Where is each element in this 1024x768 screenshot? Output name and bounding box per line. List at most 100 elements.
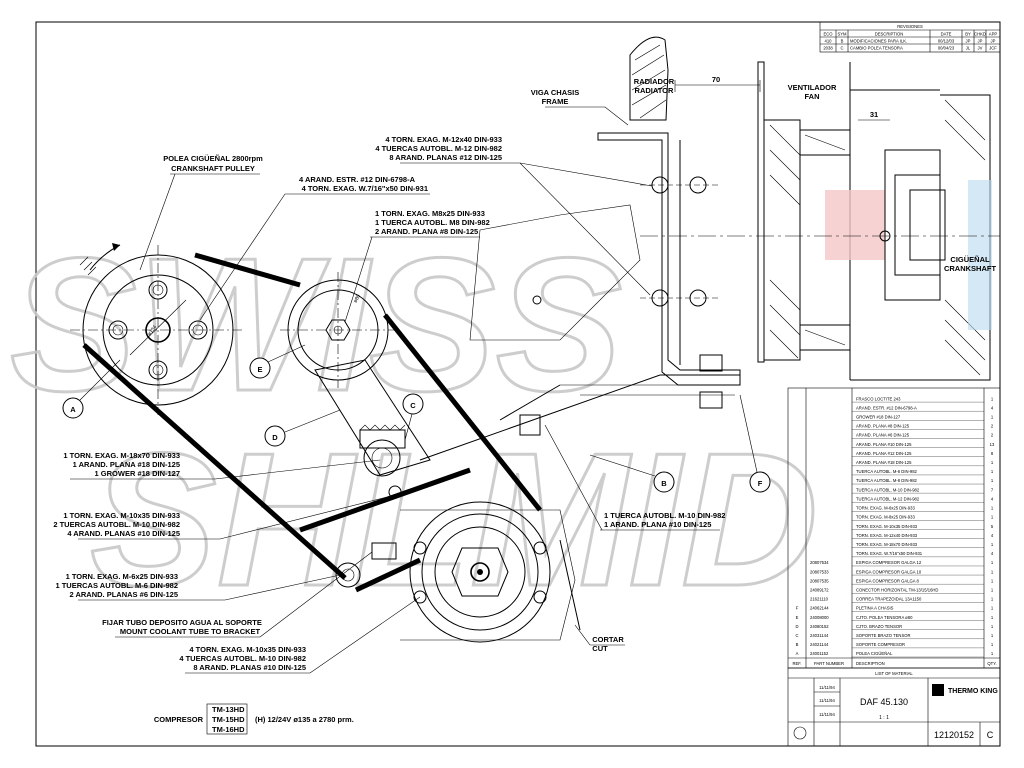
- watermark-line-1: SWISS: [10, 219, 622, 431]
- m6-line1: 1 TORN. EXAG. M-6x25 DIN-933: [66, 572, 178, 581]
- bom-header-qty: QTY.: [987, 661, 996, 666]
- bom-description: ARAND. PLANA #10 DIN-125: [856, 442, 912, 447]
- radiator-label: RADIADOR: [634, 77, 675, 86]
- bom-qty: 1: [991, 506, 994, 511]
- tensioner-pulley: ø80: [280, 272, 400, 388]
- projection-symbol-icon: [793, 726, 807, 740]
- frame-bolts-line1: 4 TORN. EXAG. M-12x40 DIN-933: [385, 135, 502, 144]
- bom-title: LIST OF MATERIAL: [875, 671, 913, 676]
- date-3: 11/11/94: [819, 712, 835, 717]
- frame-bracket: VIGA CHASIS FRAME: [419, 88, 741, 461]
- company-logo-icon: [932, 684, 944, 696]
- compressor: [335, 414, 581, 643]
- bom-qty: 1: [991, 542, 994, 547]
- coolant-line1: FIJAR TUBO DEPOSITO AGUA AL SOPORTE: [102, 618, 262, 627]
- dim-tensioner: ø80: [353, 293, 363, 304]
- bom-qty: 1: [991, 597, 994, 602]
- bom-description: TORN. EXAG. M-12x40 DIN-933: [856, 533, 918, 538]
- bom-description: TUERCA AUTOBL. M-6 DIN-982: [856, 469, 918, 474]
- bom-description: CONECTOR HORIZONTAL TM-13/15/16HD: [856, 587, 938, 592]
- bom-description: ESPIGA COMPRESOR GALGA 12: [856, 560, 922, 565]
- bom-qty: 1: [991, 396, 994, 401]
- bom-description: TORN. EXAG. M-8x25 DIN-933: [856, 515, 915, 520]
- bom-description: FRASCO LOCTITE 243: [856, 396, 901, 401]
- rev-cell: 00/12/03: [938, 39, 955, 44]
- rev-cell: JP: [966, 39, 971, 44]
- bom-ref: E: [796, 615, 799, 620]
- fan-label: VENTILADOR: [788, 83, 837, 92]
- bom-description: CORREA TRAPEZOIDAL 13A1150: [856, 597, 922, 602]
- bom-qty: 1: [991, 460, 994, 465]
- bom-qty: 8: [991, 451, 994, 456]
- bom-part-number: 24021144: [810, 642, 829, 647]
- radiator-section: RADIADOR RADIATOR 70: [629, 36, 761, 121]
- bom-part-number: 24001152: [810, 651, 829, 656]
- tensioner-bolt-line3: 2 ARAND. PLANA #8 DIN-125: [375, 227, 478, 236]
- m10-nut-line1: 1 TUERCA AUTOBL. M-10 DIN-982: [604, 511, 725, 520]
- date-2: 11/11/94: [819, 698, 835, 703]
- callout-d-label: D: [272, 433, 278, 442]
- bom-qty: 4: [991, 533, 994, 538]
- bom-ref: D: [795, 624, 798, 629]
- bom-part-number: 20807534: [810, 560, 829, 565]
- w716-line2: 4 TORN. EXAG. W.7/16"x50 DIN-931: [302, 184, 428, 193]
- bom-qty: 1: [991, 578, 994, 583]
- rev-cell: JL: [966, 46, 971, 51]
- callout-f: [749, 471, 771, 493]
- rev-cell: C: [840, 46, 843, 51]
- m6-line3: 2 ARAND. PLANAS #6 DIN-125: [70, 590, 179, 599]
- bom-ref: C: [795, 633, 798, 638]
- dim-crank: ø134: [147, 324, 159, 337]
- rev-col-eco: ECO: [823, 32, 833, 37]
- compressor-bolts-line3: 8 ARAND. PLANAS #10 DIN-125: [193, 663, 306, 672]
- bom-part-number: 24089172: [810, 587, 829, 592]
- bom-qty: 4: [991, 551, 994, 556]
- title-block: 11/11/94 11/11/94 11/11/94 DAF 45.130 1 …: [787, 667, 1001, 747]
- compressor-bolts-line1: 4 TORN. EXAG. M-10x35 DIN-933: [189, 645, 306, 654]
- m10x35-line2: 2 TUERCAS AUTOBL. M-10 DIN-982: [53, 520, 180, 529]
- dim-fan-gap: 31: [870, 110, 878, 119]
- rev-cell: B: [841, 39, 844, 44]
- bom-ref: F: [796, 606, 799, 611]
- bom-qty: 1: [991, 615, 994, 620]
- m10-nut-line2: 1 ARAND. PLANA #10 DIN-125: [604, 520, 711, 529]
- date-1: 11/11/94: [819, 685, 835, 690]
- revision-header: REVISIONES: [897, 24, 923, 29]
- m10x35-line1: 1 TORN. EXAG. M-10x35 DIN-933: [63, 511, 180, 520]
- bom-qty: 1: [991, 569, 994, 574]
- bom-qty: 2: [991, 433, 994, 438]
- bom-description: POLEA CIGÜEÑAL: [856, 651, 893, 656]
- rev-col-desc: DESCRIPTION: [875, 32, 904, 37]
- bom-description: TORN. EXAG. W.7/16"x50 DIN-931: [856, 551, 923, 556]
- crank-pulley-label-en: CRANKSHAFT PULLEY: [171, 164, 255, 173]
- callout-b-label: B: [661, 479, 667, 488]
- frame-bolts-line3: 8 ARAND. PLANAS #12 DIN-125: [389, 153, 502, 162]
- bom-qty: 1: [991, 469, 994, 474]
- bom-description: SOPORTE COMPRESOR: [856, 642, 905, 647]
- rev-cell: 00/04/23: [938, 46, 955, 51]
- rev-col-app: APP: [989, 32, 998, 37]
- frame-label: VIGA CHASIS: [531, 88, 579, 97]
- m6-line2: 1 TUERCAS AUTOBL. M-6 DIN-982: [55, 581, 178, 590]
- rev-col-by: BY: [965, 32, 971, 37]
- bom-ref: B: [796, 642, 799, 647]
- rev-cell: JP: [991, 39, 996, 44]
- drive-belt: [82, 252, 542, 593]
- drawing-number: 12120152: [934, 730, 974, 740]
- bom-qty: 1: [991, 587, 994, 592]
- coolant-line2: MOUNT COOLANT TUBE TO BRACKET: [120, 627, 261, 636]
- callouts: A B C D E F: [62, 344, 771, 493]
- bom-part-number: 21621110: [810, 597, 829, 602]
- tensioner-bolt-line2: 1 TUERCA AUTOBL. M8 DIN-982: [375, 218, 490, 227]
- crankshaft-section: 31 VENTILADOR FAN CIGÜEÑAL CRANKSHAFT: [640, 61, 1000, 381]
- crankshaft-label-en: CRANKSHAFT: [944, 264, 996, 273]
- bom-description: TUERCA AUTOBL. M-10 DIN-982: [856, 487, 920, 492]
- crank-pulley-label: POLEA CIGÜEÑAL 2800rpm: [163, 154, 263, 163]
- bom-header-part: PART NUMBER: [814, 661, 844, 666]
- bom-description: ARAND. PLANA #8 DIN-125: [856, 424, 910, 429]
- bom-qty: 13: [990, 442, 995, 447]
- bom-description: TORN. EXAG. M-18x70 DIN-933: [856, 542, 918, 547]
- compressor-label: COMPRESOR: [154, 715, 204, 724]
